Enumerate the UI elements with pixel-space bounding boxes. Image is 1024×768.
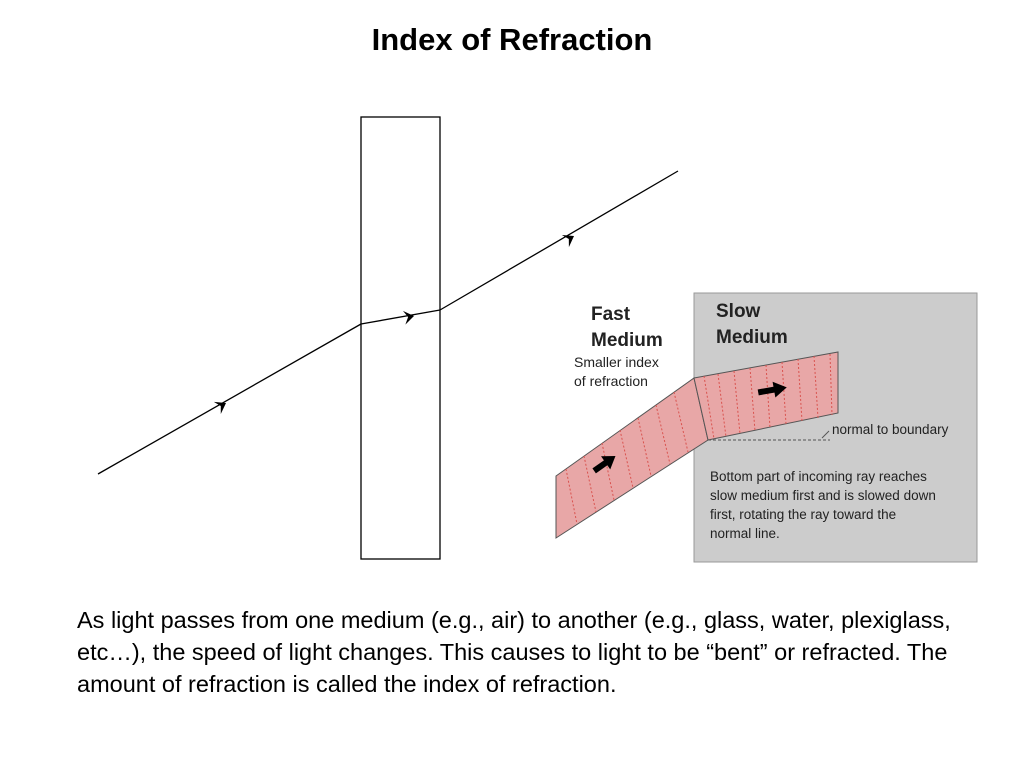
explanation-line: normal line. [710, 526, 780, 541]
explanation-line: Bottom part of incoming ray reaches [710, 469, 927, 484]
normal-label-pointer [821, 430, 830, 439]
wavefront-lines [565, 353, 833, 525]
ray-band-fast [555, 377, 709, 539]
slab-ray-diagram [97, 116, 679, 560]
explanation-line: slow medium first and is slowed down [710, 488, 936, 503]
slow-medium-label-1: Slow [716, 301, 761, 322]
ray-arrow-icon [402, 310, 414, 325]
fast-note-1: Smaller index [574, 354, 659, 370]
emergent-ray [439, 170, 679, 311]
fast-medium-label-1: Fast [591, 304, 631, 325]
slow-medium-label-2: Medium [716, 327, 788, 348]
page-title: Index of Refraction [371, 22, 653, 57]
fast-medium-label-2: Medium [591, 330, 663, 351]
explanation-line: first, rotating the ray toward the [710, 507, 896, 522]
direction-arrow-icon [757, 381, 787, 398]
glass-slab [360, 116, 441, 560]
caption-paragraph: As light passes from one medium (e.g., a… [77, 607, 951, 697]
wavefront-diagram: Fast Medium Smaller index of refraction … [555, 292, 978, 563]
direction-arrow-icon [592, 455, 616, 474]
incident-ray [97, 323, 362, 475]
ray-arrow-icon [561, 235, 574, 248]
ray-band-slow [693, 351, 839, 441]
fast-note-2: of refraction [574, 373, 648, 389]
refracted-ray [360, 309, 441, 325]
ray-arrow-icon [213, 401, 226, 415]
normal-label: normal to boundary [832, 422, 949, 437]
